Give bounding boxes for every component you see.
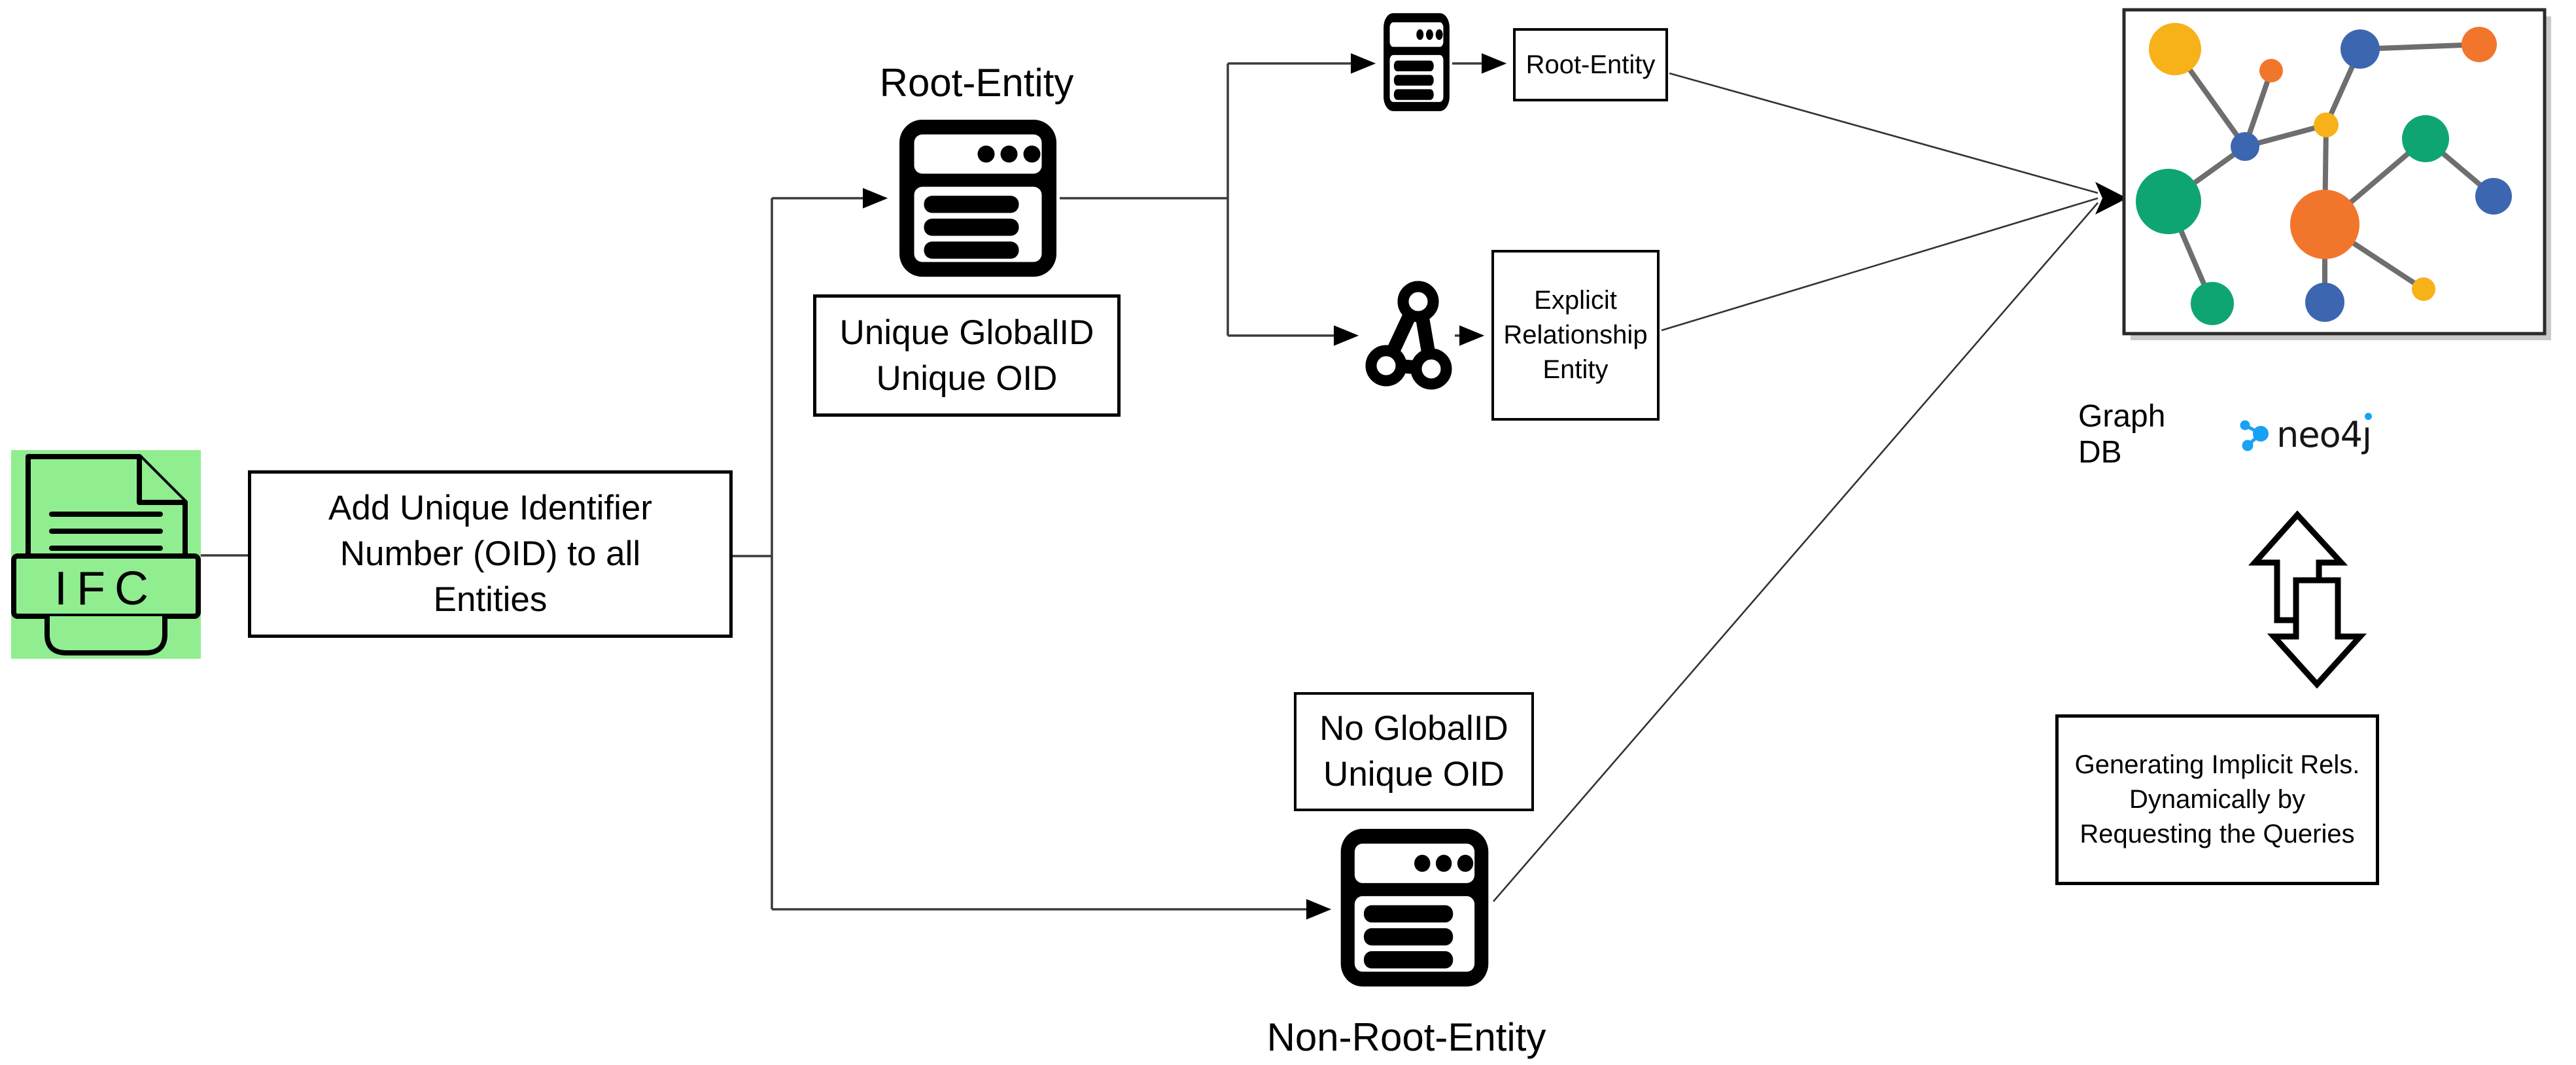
generating-implicit-rels-box: Generating Implicit Rels. Dynamically by… [2055,714,2379,885]
graph-node-blueRight [2475,178,2512,215]
graph-node-blueBottom [2305,283,2344,322]
graph-nodes [2136,23,2512,325]
connector-lines [201,53,1507,920]
graph-node-greenBig [2136,169,2201,234]
neo4j-j-dot [2364,412,2372,420]
graph-node-yellowBottom [2412,277,2435,301]
neo4j-wordmark-prefix: neo4 [2276,413,2363,455]
graph-node-orangeTopRight [2462,27,2497,62]
relationship-share-icon [1365,281,1452,390]
converge-arrowhead [2095,182,2127,215]
diagonal-explicitbox-to-graph [1661,197,2098,332]
non-root-entity-title: Non-Root-Entity [1266,1015,1546,1059]
ifc-file-icon: IFC [11,450,201,659]
diagonal-rootbox-to-graph [1669,72,2098,194]
graph-node-greenRight [2402,115,2449,162]
graph-node-orangeCenter [2290,190,2359,259]
root-entity-result-box: Root-Entity [1513,28,1668,101]
graph-edge [2359,42,2480,52]
graph-node-orangeSmall [2259,59,2283,82]
graph-node-blueTop [2341,29,2380,69]
neo4j-graph-glyph [2240,420,2269,451]
no-globalid-box: No GlobalID Unique OID [1294,692,1534,811]
explicit-relationship-entity-box: Explicit Relationship Entity [1491,250,1660,421]
graph-db-label: Graph DB [2078,399,2166,470]
root-entity-server-icon [899,120,1056,277]
graph-node-blueLeft [2231,132,2259,161]
bidirectional-arrow-icon [2248,510,2367,689]
non-root-entity-server-icon [1340,829,1489,986]
add-unique-identifier-box: Add Unique Identifier Number (OID) to al… [248,470,733,638]
ifc-label: IFC [54,563,158,615]
top-root-entity-server-icon [1384,13,1450,111]
graph-db-picture [2122,8,2551,340]
diagonal-lines-to-graph [1493,72,2098,902]
neo4j-wordmark-j: ȷ [2361,413,2372,455]
diagonal-nonroot-to-graph [1493,202,2098,902]
graph-node-yellowSmall [2314,113,2339,137]
unique-globalid-box: Unique GlobalID Unique OID [813,294,1121,417]
graph-node-greenBottom [2191,282,2234,325]
graph-node-yellowBig [2149,23,2201,75]
root-entity-title: Root-Entity [879,60,1074,105]
